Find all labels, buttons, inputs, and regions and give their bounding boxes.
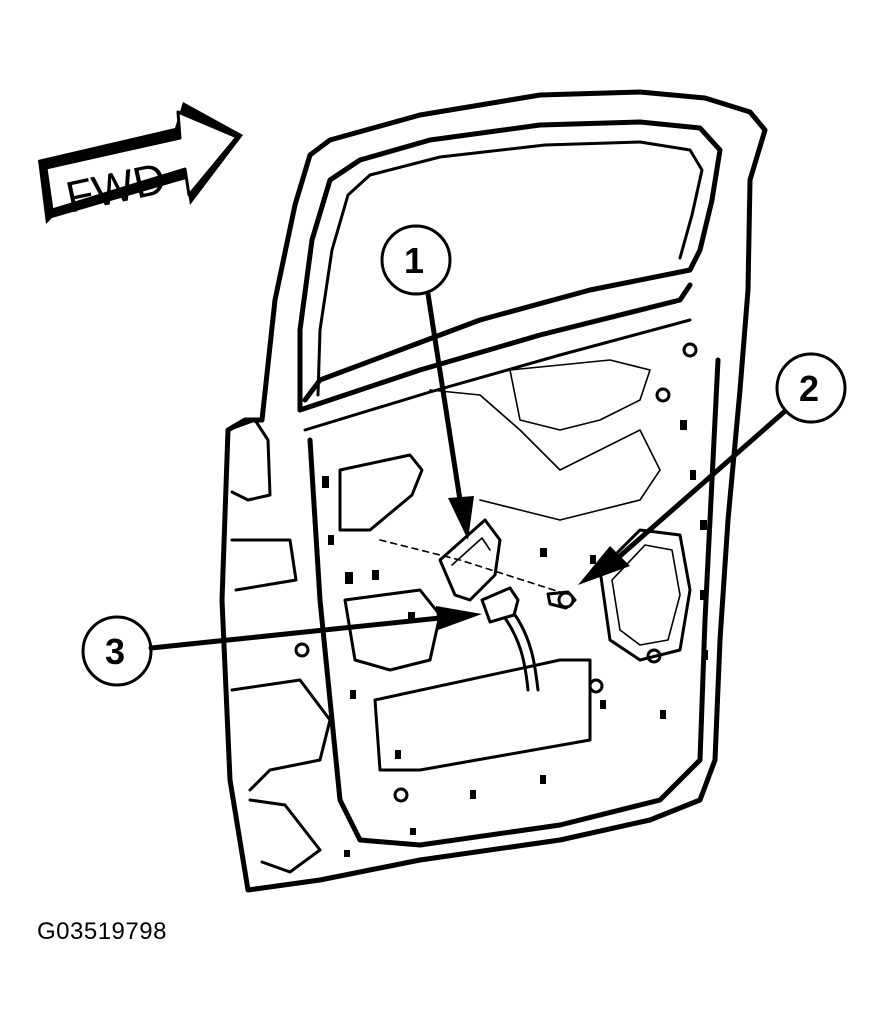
callout-1: 1 <box>380 224 474 540</box>
screw <box>546 590 577 610</box>
callout-2: 2 <box>578 352 847 585</box>
callout-1-number: 1 <box>404 240 424 281</box>
figure-id: G03519798 <box>37 918 167 945</box>
wire-connector <box>480 586 540 692</box>
callout-3: 3 <box>81 606 482 687</box>
inside-handle-component <box>379 518 561 602</box>
callout-2-number: 2 <box>799 368 819 409</box>
fwd-arrow: FWD <box>38 102 243 224</box>
callout-3-number: 3 <box>105 631 125 672</box>
door-outline <box>219 89 768 893</box>
